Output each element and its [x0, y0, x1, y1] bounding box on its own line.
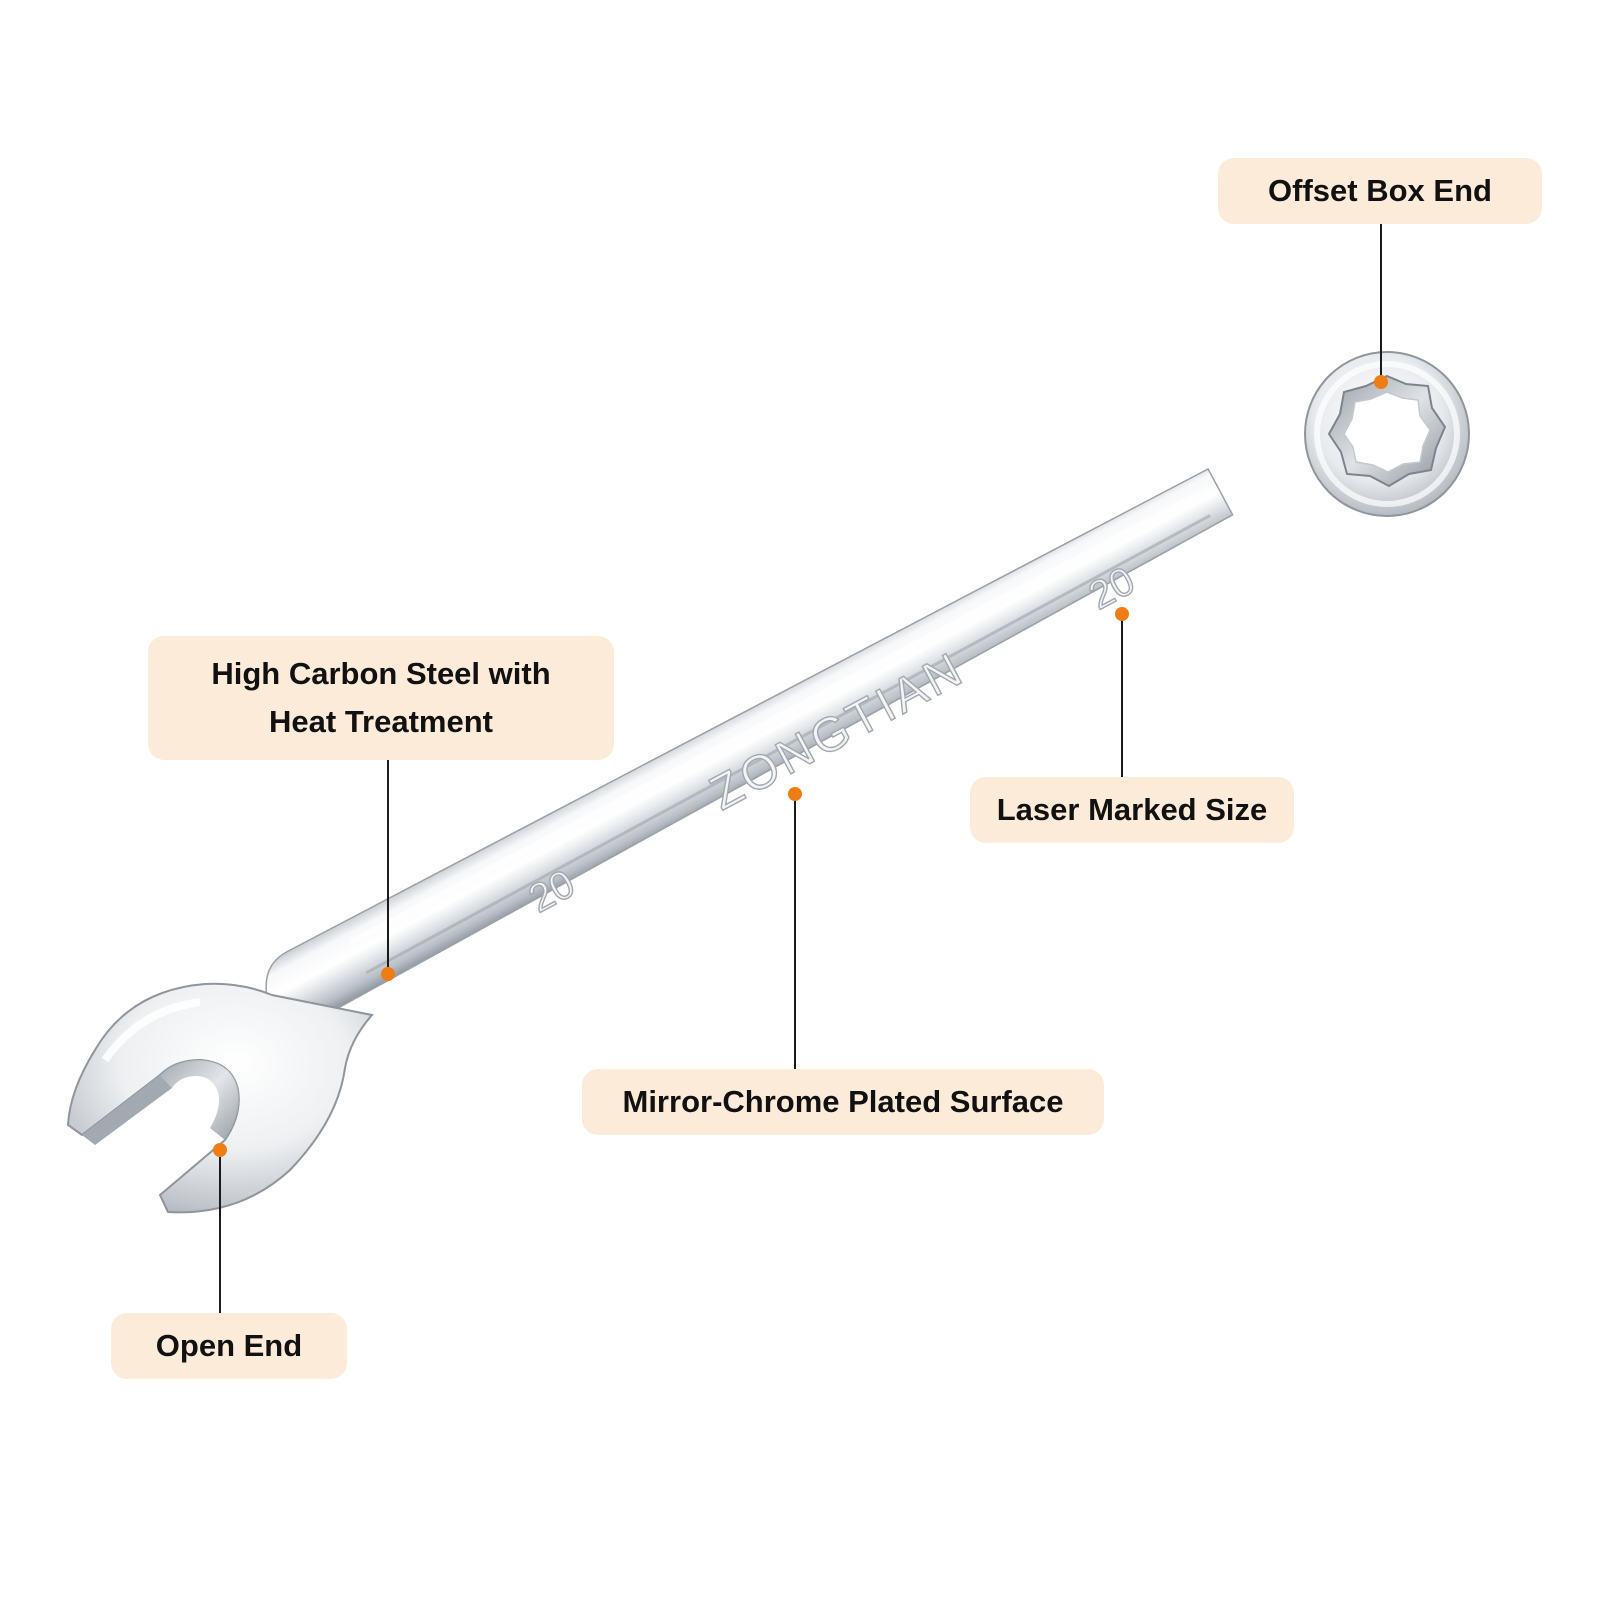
- callout-offset-box-end-label: Offset Box End: [1268, 173, 1492, 208]
- offset-box-end: [1304, 351, 1470, 517]
- callout-high-carbon-steel: High Carbon Steel with Heat Treatment: [148, 636, 614, 760]
- marker-dots: [213, 375, 1388, 1157]
- callout-laser-marked-size: Laser Marked Size: [970, 777, 1294, 843]
- callout-mirror-chrome: Mirror-Chrome Plated Surface: [582, 1069, 1104, 1135]
- marker-dot-laser: [1115, 607, 1129, 621]
- callout-laser-label: Laser Marked Size: [996, 792, 1268, 827]
- callout-chrome-label: Mirror-Chrome Plated Surface: [622, 1084, 1064, 1119]
- callout-open-end: Open End: [111, 1313, 347, 1379]
- callout-steel-line-2: Heat Treatment: [269, 704, 493, 739]
- callout-open-end-label: Open End: [155, 1328, 303, 1363]
- leader-lines: [219, 224, 1382, 1313]
- callout-offset-box-end: Offset Box End: [1218, 158, 1542, 224]
- marker-dot-open-end: [213, 1143, 227, 1157]
- marker-dot-chrome: [788, 787, 802, 801]
- open-end-head: [66, 982, 374, 1214]
- marker-dot-steel: [381, 967, 395, 981]
- callout-steel-line-1: High Carbon Steel with: [211, 656, 551, 691]
- marker-dot-box-end: [1374, 375, 1388, 389]
